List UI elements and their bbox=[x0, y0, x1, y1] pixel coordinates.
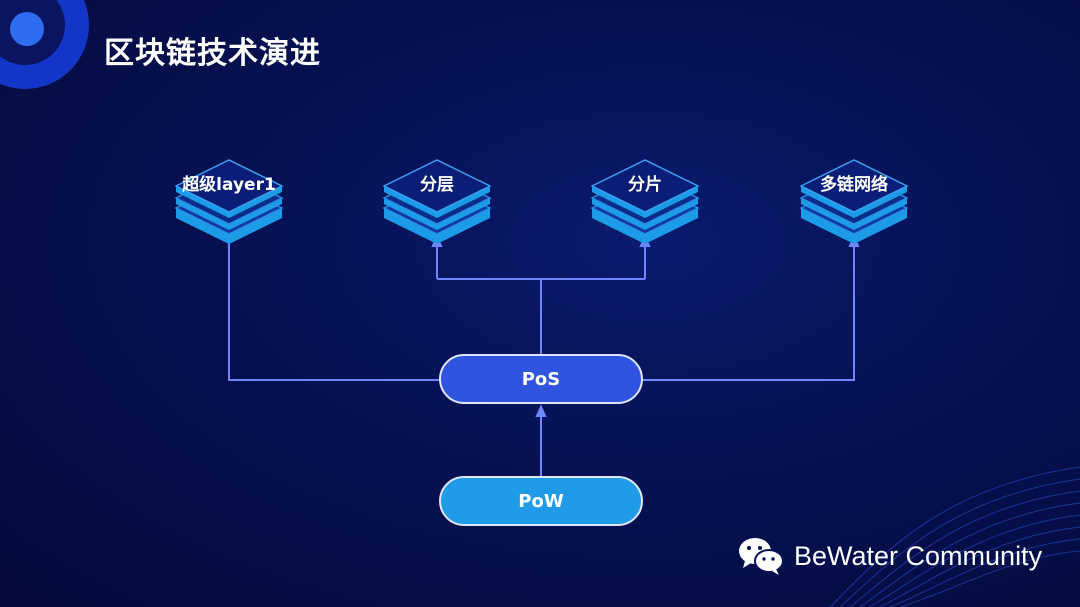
stack-label-layering: 分层 bbox=[420, 175, 454, 195]
pos-node: PoS bbox=[439, 354, 643, 404]
stack-label-sharding: 分片 bbox=[628, 175, 662, 195]
connector-pos-layer1 bbox=[223, 197, 439, 381]
corner-logo bbox=[0, 0, 89, 89]
brand-name: BeWater Community bbox=[794, 540, 1043, 571]
wechat-icon bbox=[739, 538, 784, 575]
stack-label-multichain: 多链网络 bbox=[820, 175, 888, 195]
brand: BeWater Community bbox=[738, 534, 1042, 578]
pow-node: PoW bbox=[439, 476, 643, 526]
decorative-wave bbox=[829, 466, 1080, 607]
connector-pos-multichain bbox=[643, 234, 860, 381]
slide-title: 区块链技术演进 bbox=[104, 36, 321, 71]
stack-label-layer1: 超级layer1 bbox=[182, 175, 276, 195]
